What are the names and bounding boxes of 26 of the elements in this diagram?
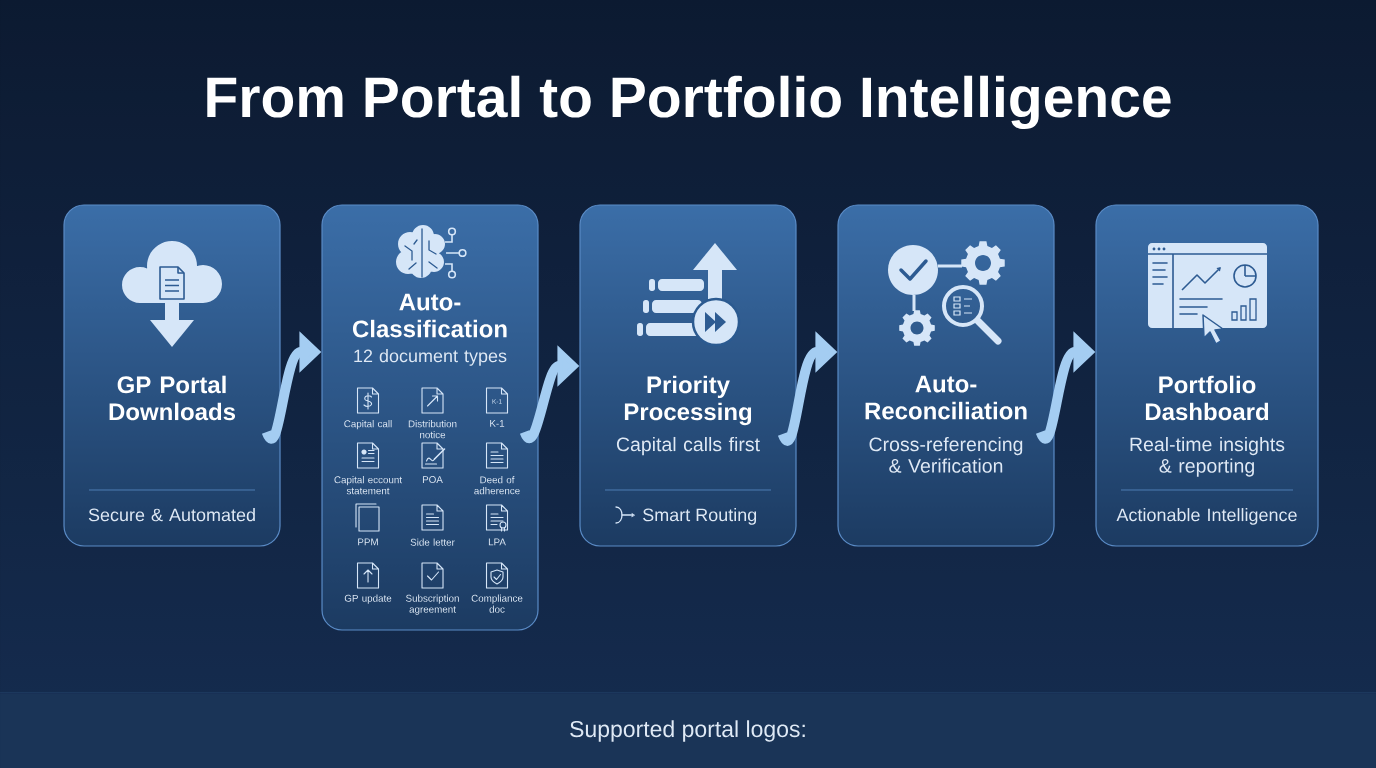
card-subtitle: 12 document types — [354, 349, 507, 366]
card-subtitle: Capital calls first — [616, 436, 760, 456]
document-type-label: PPM — [358, 538, 378, 546]
document-type-label: Subscription agreement — [406, 594, 459, 615]
document-type-label: Capital call — [344, 420, 392, 430]
document-type-label: Deed of adherence — [474, 476, 520, 495]
document-type-label: GP update — [344, 594, 392, 604]
document-type-label: K-1 — [490, 420, 505, 427]
document-type-label: Distribution notice — [408, 420, 457, 439]
card-title: Priority Processing — [624, 375, 752, 426]
card-tagline: Smart Routing — [643, 508, 757, 525]
card-title: Auto-Reconciliation — [865, 375, 1027, 420]
card-subtitle: Cross-referencing & Verification — [869, 436, 1023, 473]
title: From Portal to Portfolio Intelligence — [207, 75, 1171, 130]
document-type-label: Capital eccount statement — [334, 476, 402, 495]
footer-band: Supported portal logos: — [0, 694, 1376, 768]
card-title: GP Portal Downloads — [109, 375, 236, 421]
card-tagline: Secure & Automated — [88, 508, 255, 522]
document-type-label: LPA — [488, 538, 506, 546]
document-type-label: Side letter — [410, 538, 455, 546]
card-tagline: Actionable Intelligence — [1116, 508, 1297, 525]
card-subtitle: Real-time insights & reporting — [1130, 436, 1285, 477]
card-title: Portfolio Dashboard — [1145, 375, 1269, 421]
card-title: Auto-Classification — [352, 293, 507, 338]
document-type-label: POA — [422, 476, 443, 484]
document-type-label: Compliance doc — [471, 594, 523, 613]
